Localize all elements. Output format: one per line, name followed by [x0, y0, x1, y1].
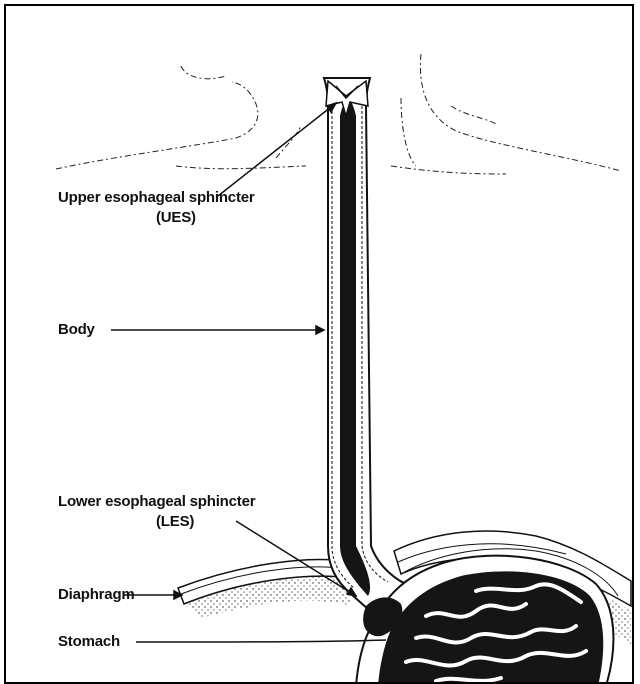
esophagus-tube — [324, 78, 411, 618]
ues-leader-line — [218, 103, 336, 196]
figure-frame: Upper esophageal sphincter (UES) Body Lo… — [4, 4, 634, 684]
stomach-leader-line — [136, 640, 386, 642]
diaphragm-label: Diaphragm — [58, 586, 135, 604]
esophagus-illustration — [6, 6, 634, 684]
les-abbr-label: (LES) — [156, 513, 194, 531]
ues-label: Upper esophageal sphincter — [58, 189, 255, 207]
les-label: Lower esophageal sphincter — [58, 493, 255, 511]
stomach-label: Stomach — [58, 633, 120, 651]
ues-abbr-label: (UES) — [156, 209, 196, 227]
body-label: Body — [58, 321, 95, 339]
